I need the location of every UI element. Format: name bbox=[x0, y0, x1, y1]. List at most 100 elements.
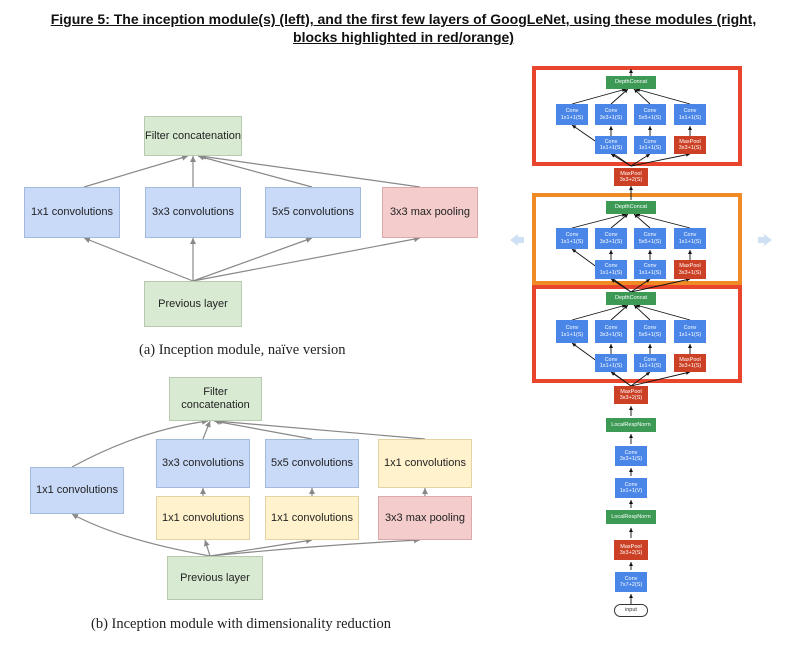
node-label: MaxPool bbox=[620, 388, 642, 395]
node-label: Conv bbox=[565, 232, 579, 238]
node-label: Conv bbox=[683, 232, 697, 238]
node-params: 1x1+1(S) bbox=[678, 238, 702, 245]
naive-arrows bbox=[83, 153, 421, 282]
naive-previous-layer: Previous layer bbox=[144, 281, 242, 327]
node-label: input bbox=[625, 607, 637, 614]
node-params: 3x3+1(S) bbox=[678, 269, 702, 276]
reduced-3x3-conv: 3x3 convolutions bbox=[156, 439, 250, 488]
node-params: 3x3+2(S) bbox=[619, 550, 643, 556]
node-label: Conv bbox=[643, 356, 657, 363]
node-params: 3x3+1(S) bbox=[619, 456, 643, 462]
node-label: MaxPool bbox=[679, 356, 701, 363]
node-params: 3x3+2(S) bbox=[619, 177, 643, 183]
reduced-1x1-reduce-3x3: 1x1 convolutions bbox=[156, 496, 250, 540]
node-label: Conv bbox=[683, 325, 697, 331]
node-params: 5x5+1(S) bbox=[638, 114, 662, 121]
node-label: Conv bbox=[604, 108, 618, 114]
reduced-1x1-conv-after-pool: 1x1 convolutions bbox=[378, 439, 472, 488]
reduced-1x1-reduce-5x5: 1x1 convolutions bbox=[265, 496, 359, 540]
node-label: Conv bbox=[604, 356, 618, 363]
node-label: DepthConcat bbox=[614, 204, 648, 211]
node-label: Conv bbox=[624, 449, 638, 456]
reduced-max-pool: 3x3 max pooling bbox=[378, 496, 472, 540]
depthconcat-node: DepthConcat bbox=[606, 292, 656, 305]
node-label: Conv bbox=[643, 263, 657, 269]
node-label: MaxPool bbox=[620, 543, 642, 550]
node-params: 3x3+1(S) bbox=[678, 145, 702, 151]
node-label: Conv bbox=[683, 108, 697, 114]
naive-filter-concat: Filter concatenation bbox=[144, 116, 242, 156]
node-params: 1x1+1(V) bbox=[619, 488, 643, 494]
node-params: 1x1+1(S) bbox=[560, 238, 584, 245]
node-label: DepthConcat bbox=[614, 79, 648, 86]
node-params: 1x1+1(S) bbox=[678, 331, 702, 338]
reduced-5x5-conv: 5x5 convolutions bbox=[265, 439, 359, 488]
node-label: Conv bbox=[643, 325, 657, 331]
scroll-left-arrow bbox=[510, 234, 524, 246]
node-label: Conv bbox=[643, 232, 657, 238]
naive-5x5-conv: 5x5 convolutions bbox=[265, 187, 361, 238]
node-label: Conv bbox=[604, 325, 618, 331]
reduced-previous-layer: Previous layer bbox=[167, 556, 263, 600]
reduced-filter-concat: Filter concatenation bbox=[169, 377, 262, 421]
node-params: 1x1+1(S) bbox=[678, 114, 702, 121]
naive-caption: (a) Inception module, naïve version bbox=[139, 342, 346, 358]
node-label: Conv bbox=[604, 263, 618, 269]
naive-1x1-conv: 1x1 convolutions bbox=[24, 187, 120, 238]
node-label: MaxPool bbox=[620, 170, 642, 177]
localrespnorm-node: LocalRespNorm bbox=[606, 418, 656, 432]
node-label: MaxPool bbox=[679, 138, 701, 145]
node-params: 1x1+1(S) bbox=[638, 145, 662, 151]
reduced-caption: (b) Inception module with dimensionality… bbox=[91, 616, 392, 632]
node-label: Conv bbox=[643, 138, 657, 145]
reduced-1x1-conv-left: 1x1 convolutions bbox=[30, 467, 124, 514]
node-label: Conv bbox=[624, 481, 638, 488]
node-label: Conv bbox=[624, 575, 638, 582]
node-label: Conv bbox=[604, 138, 618, 145]
node-params: 5x5+1(S) bbox=[638, 238, 662, 245]
node-params: 1x1+1(S) bbox=[599, 269, 623, 276]
node-params: 1x1+1(S) bbox=[638, 269, 662, 276]
node-params: 3x3+1(S) bbox=[678, 363, 702, 369]
node-params: 1x1+1(S) bbox=[560, 331, 584, 338]
highlight-block-2 bbox=[532, 193, 742, 285]
figure-title-line-1: Figure 5: The inception module(s) (left)… bbox=[50, 11, 757, 27]
node-params: 3x3+2(S) bbox=[619, 395, 643, 401]
depthconcat-node: DepthConcat bbox=[606, 201, 656, 214]
localrespnorm-node: LocalRespNorm bbox=[606, 510, 656, 524]
input-node: input bbox=[614, 604, 648, 617]
highlight-block-3 bbox=[532, 285, 742, 383]
node-params: 1x1+1(S) bbox=[599, 363, 623, 369]
reduced-arrows bbox=[71, 418, 428, 557]
node-label: Conv bbox=[565, 108, 579, 114]
figure-title-line-2: blocks highlighted in red/orange) bbox=[293, 29, 514, 45]
node-params: 1x1+1(S) bbox=[599, 145, 623, 151]
node-params: 3x3+1(S) bbox=[599, 238, 623, 245]
depthconcat-node: DepthConcat bbox=[606, 76, 656, 89]
naive-max-pool: 3x3 max pooling bbox=[382, 187, 478, 238]
node-params: 3x3+1(S) bbox=[599, 114, 623, 121]
node-label: LocalRespNorm bbox=[611, 513, 651, 520]
